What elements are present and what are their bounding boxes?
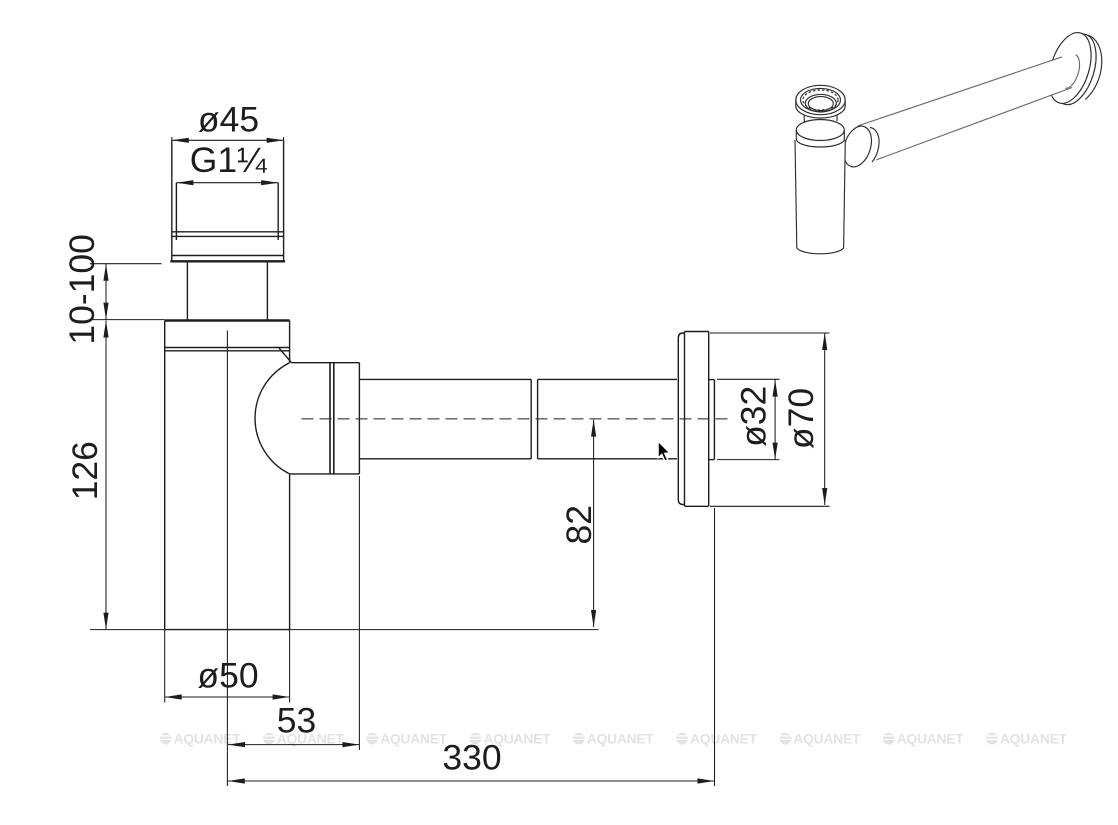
svg-text:126: 126: [65, 441, 105, 500]
svg-text:AQUANET: AQUANET: [484, 731, 552, 746]
svg-text:AQUANET: AQUANET: [277, 731, 345, 746]
svg-text:ø32: ø32: [734, 386, 774, 447]
svg-text:AQUANET: AQUANET: [793, 731, 861, 746]
svg-text:ø50: ø50: [197, 656, 258, 696]
svg-text:10-100: 10-100: [62, 234, 102, 345]
svg-text:AQUANET: AQUANET: [1000, 731, 1068, 746]
svg-text:ø70: ø70: [781, 388, 821, 449]
svg-text:AQUANET: AQUANET: [380, 731, 448, 746]
svg-text:330: 330: [442, 738, 501, 778]
svg-text:AQUANET: AQUANET: [690, 731, 758, 746]
svg-text:AQUANET: AQUANET: [174, 731, 242, 746]
svg-text:ø45: ø45: [198, 100, 259, 140]
svg-text:AQUANET: AQUANET: [897, 731, 965, 746]
svg-text:82: 82: [559, 505, 599, 545]
svg-text:53: 53: [277, 701, 317, 741]
svg-text:AQUANET: AQUANET: [587, 731, 655, 746]
svg-text:G1¼: G1¼: [190, 140, 267, 180]
